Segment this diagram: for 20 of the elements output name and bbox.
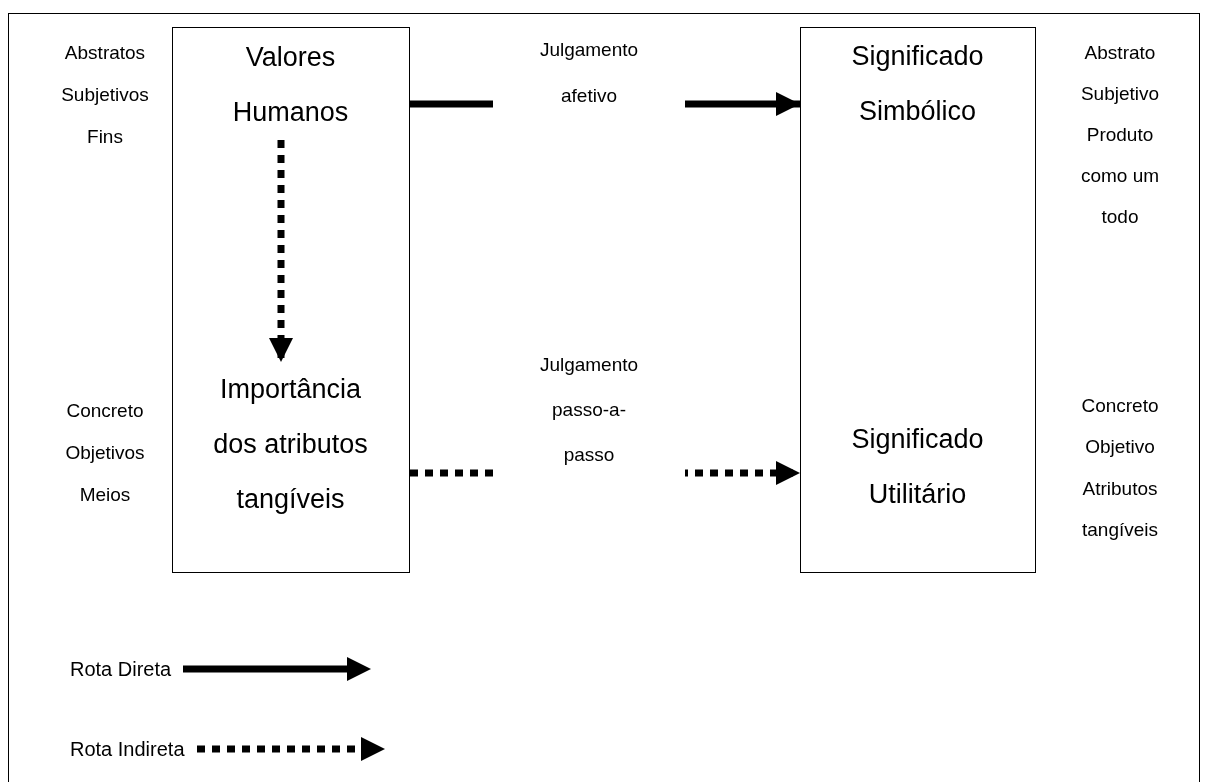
- node-text: Importância dos atributos tangíveis: [212, 372, 369, 516]
- attribute-label: Subjetivo: [1079, 82, 1161, 106]
- attribute-label: Objetivo: [1084, 435, 1156, 459]
- attribute-label: Fins: [86, 125, 124, 149]
- node-text: Significado Utilitário: [850, 422, 985, 511]
- node-text: Significado Simbólico: [850, 39, 985, 128]
- attribute-label: Abstratos: [63, 41, 147, 65]
- attribute-label: Abstrato: [1083, 41, 1157, 65]
- attribute-label: Concreto: [1080, 394, 1160, 418]
- group-box: [800, 27, 1036, 573]
- legend-text: Rota Indireta: [70, 737, 185, 761]
- attribute-label: Subjetivos: [60, 83, 150, 107]
- attribute-label: Atributos tangíveis: [1080, 477, 1159, 542]
- node-text: Valores Humanos: [231, 40, 350, 129]
- legend-text: Rota Direta: [70, 657, 172, 681]
- group-box: [172, 27, 410, 573]
- attribute-label: Produto como um todo: [1079, 123, 1161, 229]
- attribute-label: Concreto: [65, 399, 145, 423]
- attribute-label: Meios: [78, 483, 132, 507]
- attribute-label: Objetivos: [64, 441, 146, 465]
